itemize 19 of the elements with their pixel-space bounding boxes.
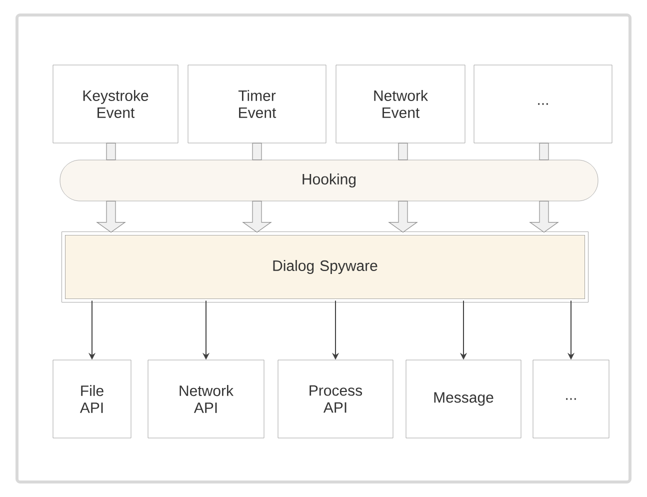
api-box: File API xyxy=(52,360,132,438)
api-box: Message xyxy=(406,360,522,438)
api-box: ... xyxy=(532,360,610,438)
hollow-arrow xyxy=(529,200,559,233)
event-box: Keystroke Event xyxy=(52,64,178,144)
connector-stub xyxy=(106,142,116,160)
hollow-arrow xyxy=(96,200,126,233)
connector-stub xyxy=(539,142,549,160)
hooking-band: Hooking xyxy=(60,160,598,202)
api-box: Network API xyxy=(148,360,264,438)
event-box: Timer Event xyxy=(188,64,326,144)
event-box: Network Event xyxy=(336,64,466,144)
hollow-arrow xyxy=(388,200,418,233)
hollow-arrow xyxy=(242,200,272,233)
api-box: Process API xyxy=(278,360,394,438)
event-box: ... xyxy=(474,64,612,144)
spyware-box: Dialog Spyware xyxy=(62,232,588,302)
connector-stub xyxy=(398,142,408,160)
connector-stub xyxy=(252,142,262,160)
